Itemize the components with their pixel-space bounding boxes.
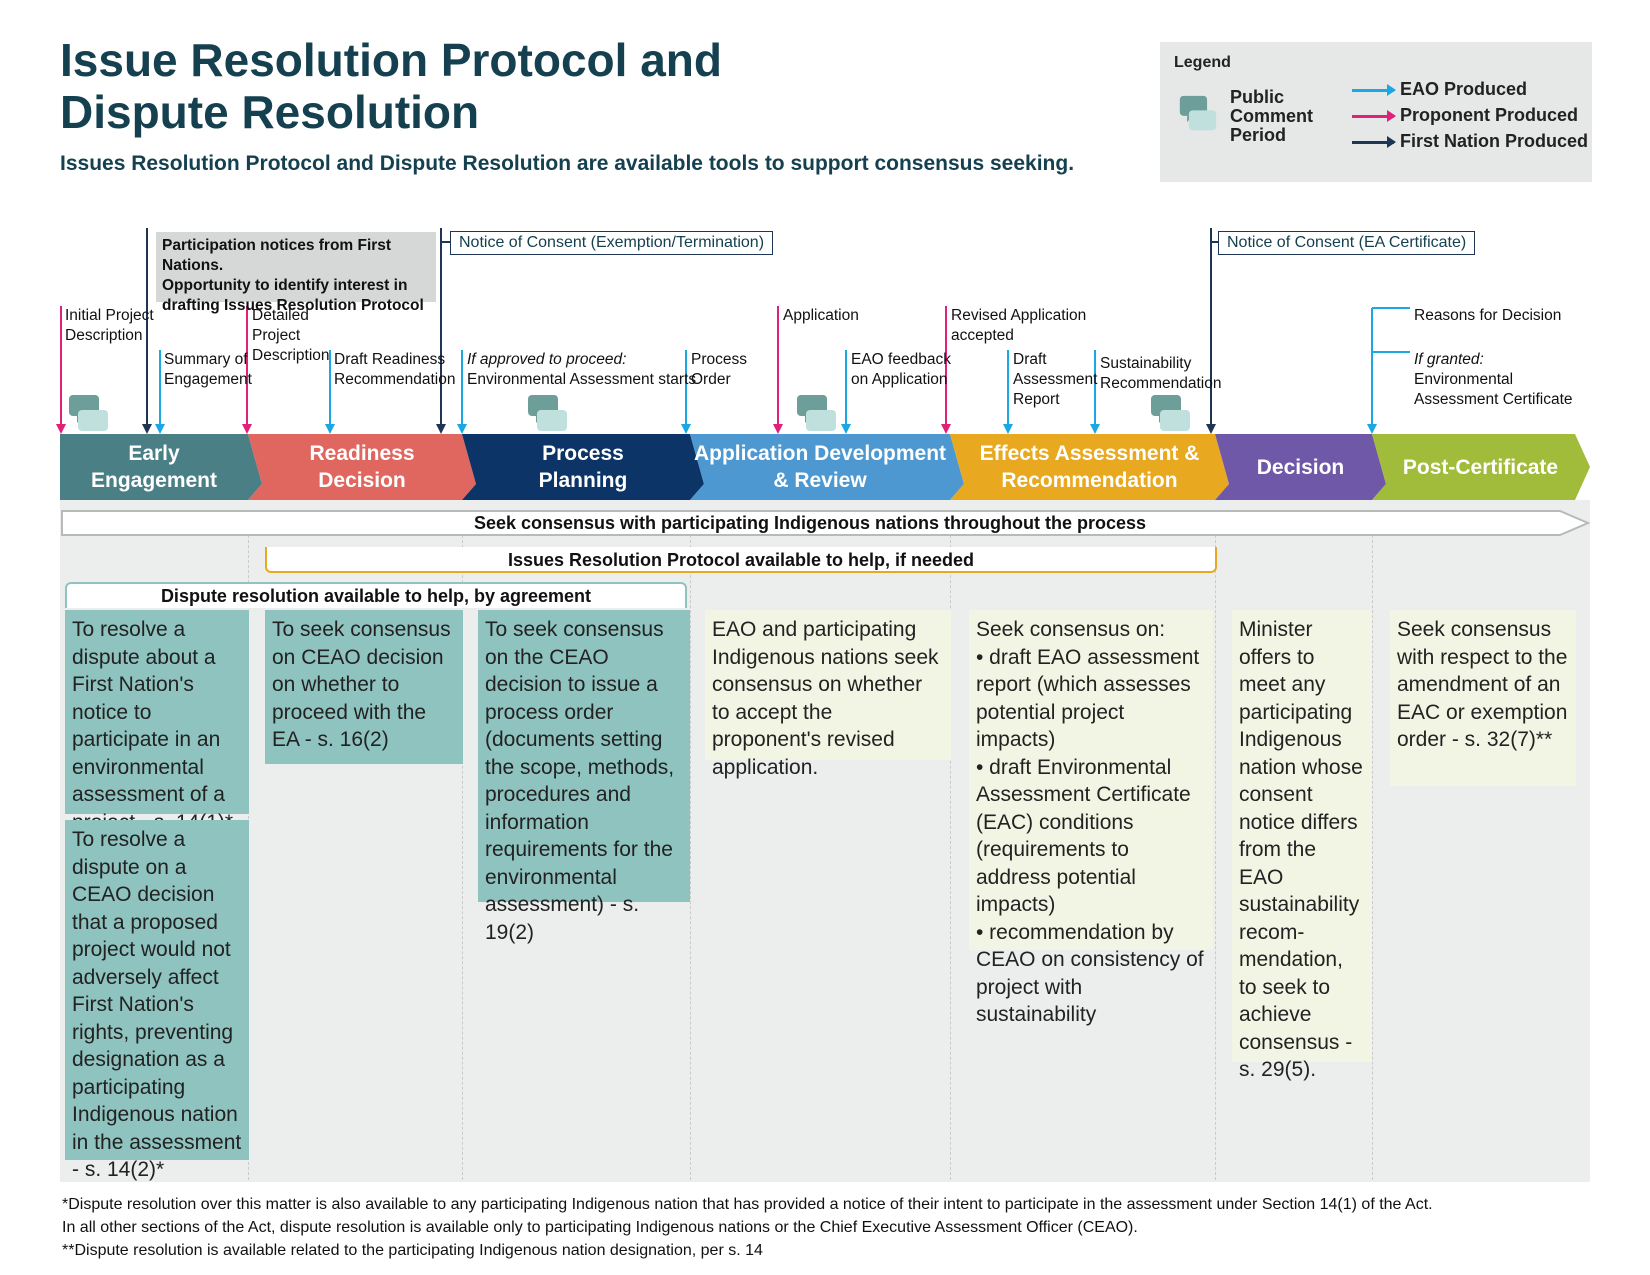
dispute-card-process-order: To seek consensus on the CEAO decision t… [478,610,690,944]
phase-decision: Decision [1256,455,1345,479]
legend-public-comment: Public Comment Period [1230,87,1314,145]
legend-title: Legend [1174,54,1231,71]
divider [690,520,691,1180]
legend-eao: EAO Produced [1352,77,1527,101]
first-nation-arrow-icon [1352,135,1396,148]
consensus-card-application: EAO and participating Indigenous nations… [705,610,951,779]
footnote: *Dispute resolution over this matter is … [62,1196,1433,1213]
divider [1372,520,1373,1180]
consensus-band: Seek consensus with participating Indige… [473,513,1147,533]
legend: Legend Public Comment Period EAO Produce… [1160,42,1592,182]
page-title: Issue Resolution Protocol and Dispute Re… [60,34,722,138]
eao-arrow-icon [1352,83,1396,96]
legend-first-nation: First Nation Produced [1352,129,1588,153]
footnote: **Dispute resolution is available relate… [62,1242,763,1259]
public-comment-icon [528,395,567,431]
page-subtitle: Issues Resolution Protocol and Dispute R… [60,152,1075,175]
consensus-card-post-certificate: Seek consensus with respect to the amend… [1390,610,1576,786]
public-comment-icon [797,395,836,431]
notice-of-consent-certificate: Notice of Consent (EA Certificate) [1218,231,1476,255]
dispute-card-proceed: To seek consensus on CEAO decision on wh… [265,610,463,764]
milestone-arrows [56,228,1410,434]
public-comment-icon [1179,95,1217,131]
footnotes: *Dispute resolution over this matter is … [62,1193,1433,1262]
phase-effects-assessment: Effects Assessment &Recommendation [979,442,1200,492]
divider [1215,520,1216,1180]
legend-proponent: Proponent Produced [1352,103,1578,127]
divider [462,520,463,1180]
proponent-arrow-icon [1352,109,1396,122]
irp-band: Issues Resolution Protocol available to … [265,547,1217,573]
dispute-card-ceao-decision: To resolve a dispute on a CEAO decision … [65,820,249,1181]
divider [950,520,951,1180]
dispute-band: Dispute resolution available to help, by… [65,582,687,608]
phase-application-development: Application Development& Review [693,442,947,492]
consensus-card-decision: Minister offers to meet any participatin… [1232,610,1372,1081]
milestone-application: Application [783,307,859,324]
participation-notice-note: Participation notices from First Nations… [156,232,436,314]
milestone-ea-starts: If approved to proceed:Environmental Ass… [467,351,697,388]
phase-bar-shapes [60,434,1590,500]
dispute-card-notice: To resolve a dispute about a First Natio… [65,610,249,834]
public-comment-icon [1151,395,1190,431]
notice-of-consent-exemption: Notice of Consent (Exemption/Termination… [450,231,774,255]
phase-post-certificate: Post-Certificate [1402,455,1559,479]
consensus-band-arrow [61,510,1591,536]
public-comment-icon [69,395,108,431]
milestone-reasons-for-decision: Reasons for Decision [1414,307,1562,324]
footnote: In all other sections of the Act, disput… [62,1219,1138,1236]
consensus-card-effects: Seek consensus on: • draft EAO assessmen… [969,610,1213,1026]
